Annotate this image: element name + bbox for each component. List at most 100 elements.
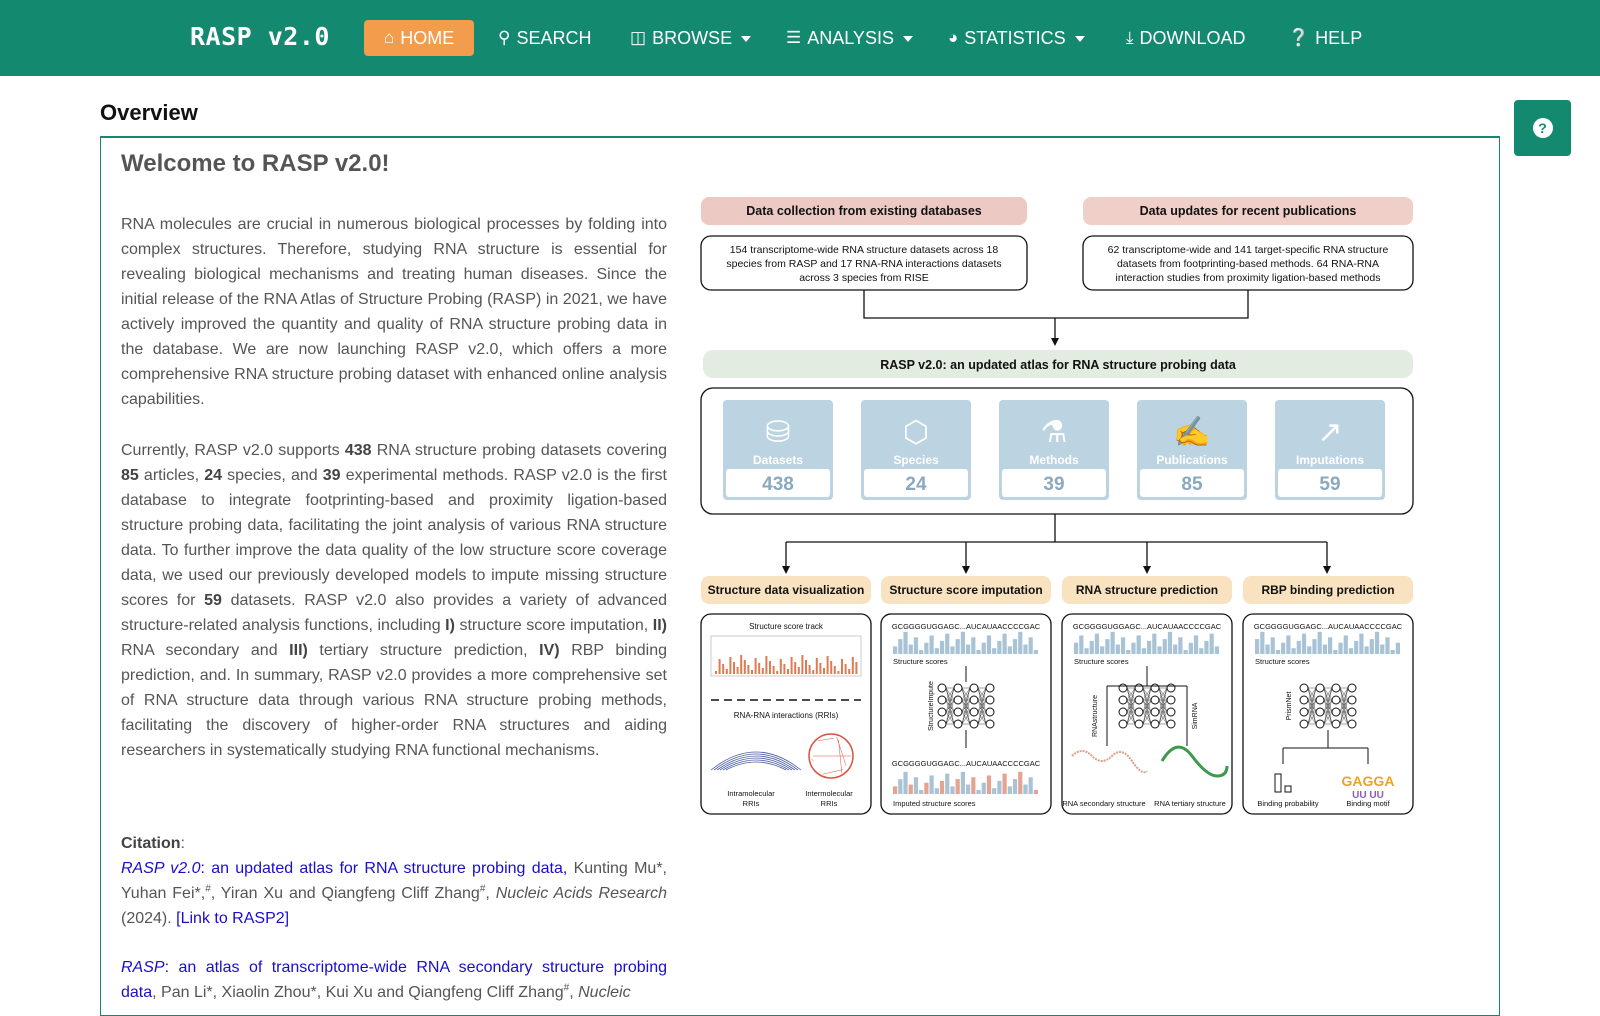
arc (719, 757, 793, 771)
score-bar (1348, 648, 1354, 654)
model-name: RNAstructure (1092, 695, 1099, 737)
nn-node (985, 707, 995, 717)
nn-node (1315, 707, 1325, 717)
top-right-line-1: 62 transcriptome-wide and 141 target-spe… (1108, 244, 1389, 256)
score-bar (1333, 650, 1338, 654)
stat-value: 39 (1043, 474, 1064, 495)
nav-help[interactable]: ❔ HELP (1268, 20, 1382, 56)
stat-value-box (1138, 467, 1246, 499)
score-bar (1141, 648, 1146, 654)
nn-edge (977, 687, 987, 725)
brand-logo[interactable]: RASP v2.0 (190, 22, 330, 51)
nn-node (969, 719, 979, 729)
arc (722, 759, 790, 771)
score-bar (893, 786, 898, 794)
score-bar (1286, 635, 1291, 654)
circos-link (822, 769, 843, 775)
score-bar (1275, 650, 1281, 654)
sequence-text: GCGGGGUGGAGC...AUCAUAACCCCGAC (892, 759, 1041, 768)
citation-rasp2-title[interactable]: RASP v2.0: an updated atlas for RNA stru… (121, 860, 567, 877)
function-header: RNA structure prediction (1076, 583, 1218, 597)
nn-edge (1339, 711, 1349, 725)
nn-node (1134, 683, 1144, 693)
score-bar (1270, 637, 1275, 654)
citation-rasp-title[interactable]: RASP: an atlas of transcriptome-wide RNA… (121, 959, 667, 1001)
function-header: RBP binding prediction (1261, 583, 1394, 597)
chevron-down-icon (741, 36, 752, 42)
datasets-count: 438 (344, 442, 372, 459)
panel-caption: Structure scores (1255, 657, 1310, 666)
text-span: : an atlas of transcriptome-wide RNA sec… (121, 959, 667, 1001)
score-bar (1199, 648, 1204, 654)
track-bar (815, 658, 818, 674)
merge-connector (863, 290, 1249, 340)
score-bar (1291, 648, 1296, 654)
track-bar (772, 666, 775, 674)
score-bar (1110, 631, 1115, 654)
paper-quill-icon: ✍ (1173, 415, 1210, 449)
model-name: SimRNA (1192, 702, 1199, 729)
score-bar (1089, 640, 1094, 654)
citation-journal: Nucleic Acids Research (495, 885, 668, 902)
nav-search[interactable]: ⚲ SEARCH (478, 20, 611, 56)
nav-browse-label: BROWSE (652, 27, 733, 48)
nav-search-label: SEARCH (516, 27, 592, 48)
nn-node (1150, 707, 1160, 717)
score-bar (1343, 635, 1348, 654)
nn-edge (977, 699, 987, 725)
panel-caption: RRIs (743, 799, 760, 808)
circos-link (817, 737, 834, 742)
score-bar (898, 639, 903, 654)
help-floating-button[interactable]: ? (1514, 100, 1571, 156)
nn-node (937, 695, 947, 705)
score-bar (1204, 640, 1209, 654)
flow-line (1282, 730, 1369, 764)
nn-edge (1307, 687, 1317, 725)
stat-label: Methods (1029, 453, 1079, 467)
nav-analysis[interactable]: ☰ ANALYSIS (766, 20, 933, 56)
model-name: PrismNet (1286, 692, 1293, 721)
nav-home[interactable]: ⌂ HOME (364, 20, 475, 56)
top-right-header-bg (1083, 197, 1413, 225)
score-bar (955, 779, 960, 794)
nn-edge (961, 711, 971, 725)
score-bar (1018, 771, 1023, 794)
nn-node (1150, 719, 1160, 729)
home-icon: ⌂ (384, 28, 395, 47)
nav-statistics-label: STATISTICS (964, 27, 1066, 48)
nn-node (1299, 719, 1309, 729)
track-bar (819, 663, 822, 674)
nn-edge (1142, 687, 1152, 701)
score-bar (1018, 631, 1023, 654)
score-bar (966, 644, 971, 654)
stat-value: 24 (905, 474, 927, 495)
function-header-bg (1062, 576, 1232, 604)
track-bar (733, 662, 735, 674)
score-bar (903, 771, 908, 794)
score-bar (903, 631, 908, 654)
nn-node (1331, 683, 1341, 693)
panel-caption: RNA secondary structure (1062, 799, 1145, 808)
nn-edge (1142, 711, 1152, 725)
score-bar (924, 642, 929, 654)
track-bar (783, 664, 786, 674)
citation-rasp2: RASP v2.0: an updated atlas for RNA stru… (121, 856, 667, 931)
stats-cards: ⛁Datasets438⬡Species24⚗Methods39✍Publica… (723, 400, 1385, 500)
score-bar (1307, 646, 1312, 654)
nav-statistics[interactable]: ◕ STATISTICS (928, 20, 1105, 56)
panel-caption: Structure scores (893, 657, 948, 666)
text-span: , (569, 984, 579, 1001)
nn-node (969, 695, 979, 705)
nn-edge (1126, 687, 1136, 713)
nav-download[interactable]: ⤓ DOWNLOAD (1106, 20, 1266, 56)
nn-node (1134, 719, 1144, 729)
nav-browse[interactable]: ◫ BROWSE (610, 20, 771, 56)
score-bar (913, 637, 919, 654)
nn-edge (945, 711, 955, 725)
nn-edge (1126, 699, 1136, 725)
nn-edge (1142, 699, 1152, 725)
link-to-rasp2[interactable]: [Link to RASP2] (176, 910, 290, 927)
text-span: : (180, 835, 185, 852)
track-bar (787, 669, 789, 674)
score-bar (960, 631, 965, 654)
